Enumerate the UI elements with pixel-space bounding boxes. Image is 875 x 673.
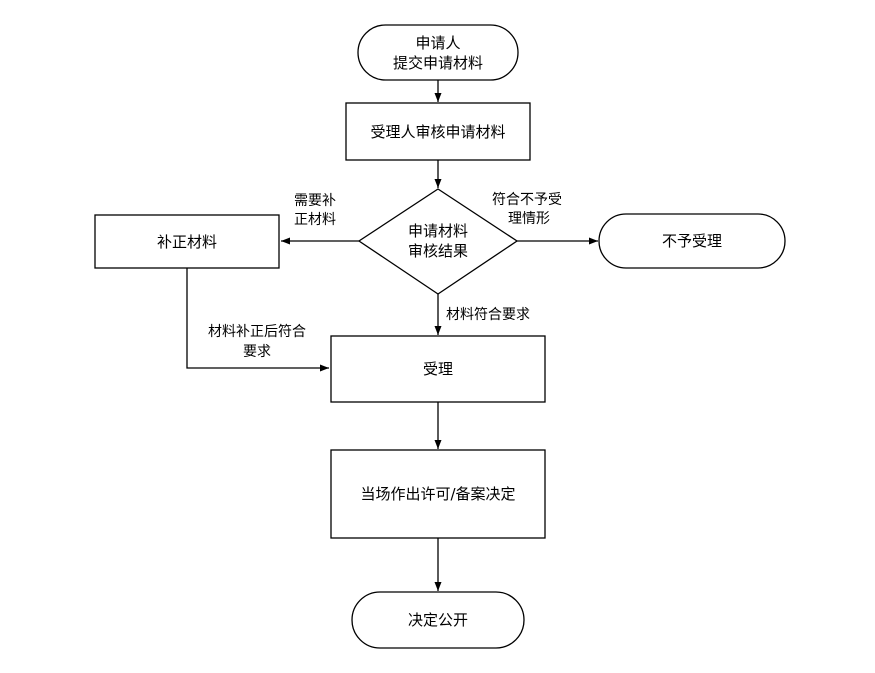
label-need-supplement-line2: 正材料 (294, 212, 336, 228)
label-need-supplement-line1: 需要补 (294, 193, 336, 209)
decision-line2: 审核结果 (408, 242, 468, 260)
reject-terminal-shape (598, 213, 786, 269)
publish-terminal-shape (351, 591, 525, 649)
label-after-supplement-line2: 要求 (243, 344, 271, 360)
node-decide: 当场作出许可/备案决定 (330, 449, 546, 539)
accept-process-shape (330, 335, 546, 403)
node-reject: 不予受理 (598, 213, 786, 269)
node-publish: 决定公开 (351, 591, 525, 649)
node-start: 申请人 提交申请材料 (357, 24, 519, 81)
node-accept: 受理 (330, 335, 546, 403)
label-not-accept-line1: 符合不予受 (492, 192, 562, 208)
decide-label: 当场作出许可/备案决定 (360, 485, 515, 503)
start-line2: 提交申请材料 (393, 54, 483, 72)
supplement-process-shape (94, 214, 280, 269)
publish-label: 决定公开 (408, 611, 468, 629)
accept-label: 受理 (423, 360, 453, 378)
review-label: 受理人审核申请材料 (370, 123, 505, 141)
label-meets-requirements: 材料符合要求 (446, 307, 530, 323)
node-supplement: 补正材料 (94, 214, 280, 269)
node-review: 受理人审核申请材料 (345, 102, 531, 161)
supplement-label: 补正材料 (157, 233, 217, 251)
decision-diamond-shape (357, 188, 519, 295)
decide-process-shape (330, 449, 546, 539)
start-terminal-shape (357, 24, 519, 81)
reject-label: 不予受理 (662, 232, 722, 250)
edges (186, 80, 598, 591)
label-after-supplement-line1: 材料补正后符合 (208, 324, 306, 340)
start-line1: 申请人 (415, 34, 460, 52)
edge-supplement-to-accept (186, 268, 329, 372)
label-not-accept-line2: 理情形 (508, 211, 550, 227)
node-decision: 申请材料 审核结果 (357, 188, 519, 295)
review-process-shape (345, 102, 531, 161)
decision-line1: 申请材料 (408, 222, 468, 240)
edge-labels: 需要补 正材料 符合不予受 理情形 材料符合要求 材料补正后符合 要求 (208, 192, 562, 360)
